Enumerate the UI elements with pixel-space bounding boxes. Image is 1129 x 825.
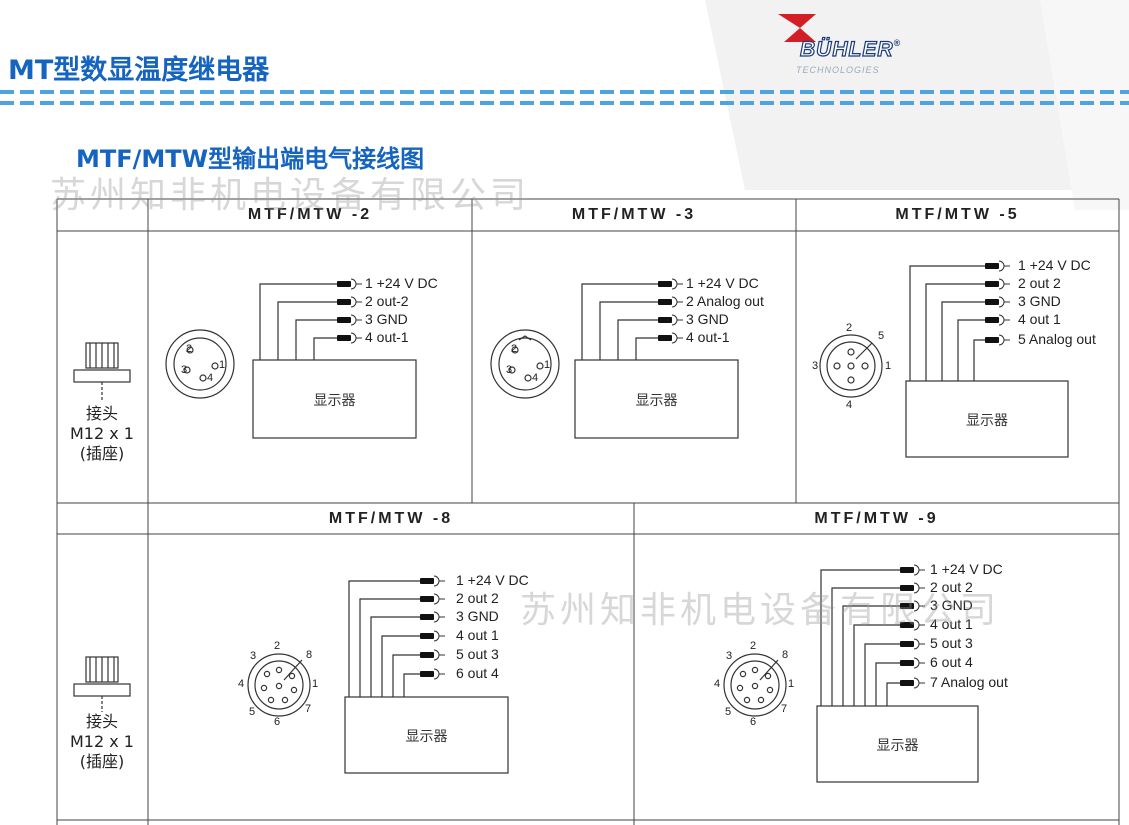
wire-label: 1 +24 V DC (1018, 257, 1091, 273)
pin-number: 2 (186, 343, 193, 355)
wire-label: 2 out 2 (930, 579, 973, 595)
pin-number: 5 (725, 706, 732, 718)
page-title: MT型数显温度继电器 (8, 55, 270, 86)
m12-connector-icon-top (73, 342, 131, 400)
logo-subtitle: TECHNOLOGIES (796, 65, 880, 75)
dashed-divider-bottom (0, 101, 1129, 105)
m12-connector-icon-bottom (73, 656, 131, 712)
display-box-label: 显示器 (405, 729, 448, 745)
display-box-label: 显示器 (966, 413, 1008, 429)
wire-label: 2 Analog out (686, 293, 764, 309)
display-box-label: 显示器 (876, 738, 919, 754)
wire-label: 7 Analog out (930, 674, 1008, 690)
pin-number: 7 (781, 703, 788, 715)
pin-number: 3 (506, 364, 513, 376)
watermark-bottom: 苏州知非机电设备有限公司 (520, 590, 1001, 631)
pin-number: 3 (250, 650, 257, 662)
panel-title-mtw-9: MTF/MTW -9 (814, 510, 939, 527)
wire-label: 5 Analog out (1018, 331, 1096, 347)
display-box-label: 显示器 (635, 393, 678, 409)
pin-number: 8 (782, 649, 789, 661)
pin-number: 1 (219, 359, 226, 371)
panel-title-mtw-3: MTF/MTW -3 (571, 206, 697, 223)
wire-label: 2 out 2 (1018, 275, 1061, 291)
pin-number: 5 (878, 330, 885, 342)
pin-number: 4 (238, 678, 245, 690)
pin-number: 5 (249, 706, 256, 718)
wire-label: 3 GND (1018, 293, 1061, 309)
wire-label: 2 out-2 (365, 293, 409, 309)
pin-number: 1 (885, 360, 892, 372)
wire-label: 2 out 2 (456, 590, 499, 606)
pin-number: 6 (750, 716, 757, 728)
pin-number: 4 (846, 399, 853, 411)
pin-number: 3 (726, 650, 733, 662)
wire-label: 4 out-1 (365, 329, 409, 345)
wire-label: 3 GND (930, 597, 973, 613)
pin-number: 1 (312, 678, 319, 690)
pin-number: 4 (532, 372, 539, 384)
panel-mtw-2-wiring (165, 283, 417, 439)
watermark-top: 苏州知非机电设备有限公司 (50, 175, 531, 216)
dashed-divider-top (0, 90, 1129, 94)
wire-label: 1 +24 V DC (456, 572, 529, 588)
wire-label: 5 out 3 (456, 646, 499, 662)
pin-number: 4 (714, 678, 721, 690)
buhler-logo (778, 14, 816, 42)
wire-label: 3 GND (686, 311, 729, 327)
pin-number: 2 (750, 640, 757, 652)
wire-label: 6 out 4 (930, 654, 973, 670)
wire-label: 4 out 1 (930, 616, 973, 632)
wire-label: 1 +24 V DC (686, 275, 759, 291)
panel-title-mtw-2: MTF/MTW -2 (247, 206, 373, 223)
logo-wordmark: BÜHLER® (799, 37, 902, 61)
panel-title-mtw-8: MTF/MTW -8 (328, 510, 454, 527)
pin-number: 7 (305, 703, 312, 715)
panel-mtw-5-wiring (819, 265, 1069, 458)
wire-label: 3 GND (456, 608, 499, 624)
wire-label: 3 GND (365, 311, 408, 327)
display-box-label: 显示器 (313, 393, 356, 409)
pin-number: 3 (812, 360, 819, 372)
section-title: MTF/MTW型输出端电气接线图 (76, 145, 425, 173)
panel-mtw-9-wiring (723, 569, 979, 783)
wire-label: 4 out 1 (1018, 311, 1061, 327)
pin-number: 1 (544, 359, 551, 371)
wire-label: 1 +24 V DC (365, 275, 438, 291)
pin-number: 1 (788, 678, 795, 690)
wire-label: 1 +24 V DC (930, 561, 1003, 577)
wire-label: 4 out-1 (686, 329, 730, 345)
wire-label: 4 out 1 (456, 627, 499, 643)
pin-number: 2 (274, 640, 281, 652)
pin-number: 2 (511, 343, 518, 355)
pin-number: 6 (274, 716, 281, 728)
panel-mtw-3-wiring (490, 283, 739, 439)
wire-label: 6 out 4 (456, 665, 499, 681)
panel-title-mtw-5: MTF/MTW -5 (895, 206, 1020, 223)
panel-mtw-8-wiring (247, 580, 509, 774)
pin-number: 8 (306, 649, 313, 661)
pin-number: 3 (181, 364, 188, 376)
wire-label: 5 out 3 (930, 635, 973, 651)
pin-number: 2 (846, 322, 853, 334)
pin-number: 4 (207, 372, 214, 384)
